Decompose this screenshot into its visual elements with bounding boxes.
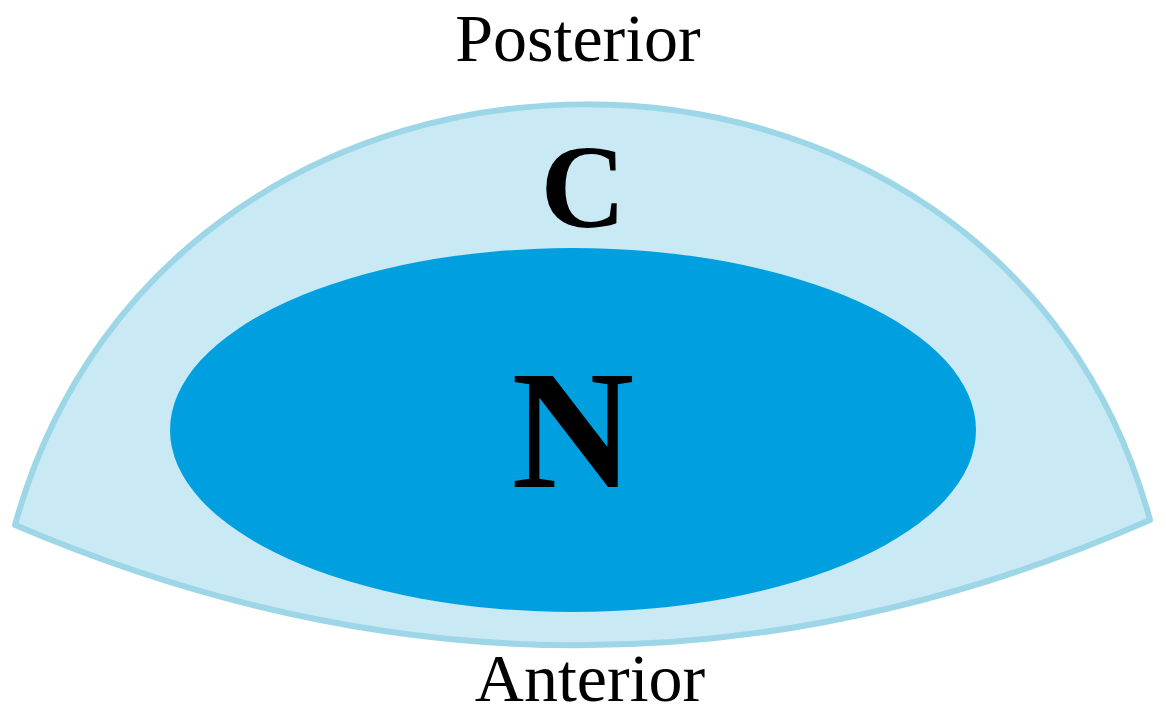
- ellipse-region: N: [170, 248, 976, 612]
- region-letter: C: [10, 129, 1156, 247]
- direction-label: Anterior: [340, 644, 840, 712]
- direction-label: Posterior: [328, 4, 828, 72]
- direction-text: Posterior: [455, 0, 701, 76]
- region-letter: N: [512, 345, 635, 515]
- sector-region: CN: [10, 95, 1156, 655]
- ellipse-path: [170, 248, 976, 612]
- direction-text: Anterior: [475, 640, 705, 716]
